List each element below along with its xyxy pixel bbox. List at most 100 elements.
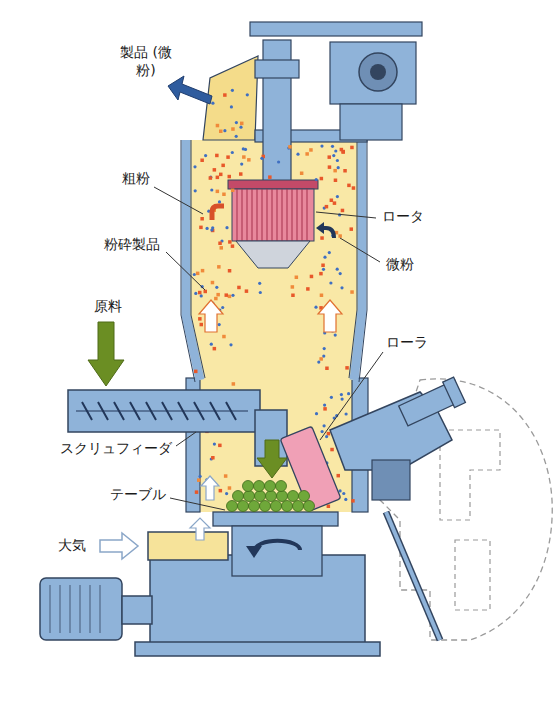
material-ball [266,491,277,502]
particle [231,189,235,193]
particle [196,272,200,276]
particle [228,295,232,299]
particle [344,498,347,501]
particle [295,276,299,280]
separator-motor [330,42,416,104]
part-label: ローラ [384,334,430,352]
product-arrow [168,76,212,104]
particle [337,474,341,478]
particle [194,189,197,192]
part-label: ロータ [380,208,426,226]
particle [214,297,218,301]
particle [200,323,204,327]
particle [239,126,242,129]
particle [291,285,295,289]
particle [306,287,310,291]
particle [200,159,204,163]
particle [216,293,220,297]
particle [328,165,332,169]
particle [334,149,337,152]
material-bed [227,481,315,512]
material-ball [255,491,266,502]
separator-wall [354,140,362,380]
particle [277,160,280,163]
particle [231,294,234,297]
particle [247,158,251,162]
particle [206,227,209,230]
particle [228,240,232,244]
particle [342,150,346,154]
motor-face [359,53,397,91]
leader-line [166,252,205,290]
particle [333,201,337,205]
particle [193,165,196,168]
particle [200,217,204,221]
air-arrow [100,533,138,559]
feed-arrow [88,322,124,386]
particle [228,486,232,490]
particle [216,124,220,128]
particle [341,398,344,401]
particle [222,193,226,197]
rotor-cap [228,180,318,189]
particle [342,492,345,495]
part-label: 原料 [92,298,124,316]
particle [337,166,340,169]
particle [201,269,205,273]
particle [345,366,349,370]
particle [300,172,304,176]
material-ball [288,491,299,502]
particle [328,155,332,159]
particle [350,146,354,150]
particle [211,102,214,105]
particle [315,412,318,415]
particle [218,200,221,203]
particle [194,292,197,295]
table-pedestal [232,526,322,576]
particle [320,177,324,181]
particle [200,294,203,297]
air-inlet-duct [148,532,228,560]
particle [223,129,226,132]
particle [215,286,218,289]
particle [211,456,215,460]
particle [219,173,223,177]
table [213,512,338,526]
particle [204,290,208,294]
material-ball [282,501,293,512]
roller-arm [372,460,410,500]
fine-arrowhead [316,222,324,234]
particle [339,272,342,275]
material-ball [249,501,260,512]
particle [323,407,327,411]
particle [240,122,244,126]
particle [216,176,220,180]
particle [330,199,334,203]
air-up-arrow [201,476,219,500]
particle [198,291,202,295]
particle [194,370,198,374]
particle [323,424,326,427]
particle [323,404,326,407]
rotation-arrow [255,541,300,550]
particle [336,268,339,271]
particle [197,478,201,482]
part-label: 粉砕製品 [102,236,162,254]
particle [237,286,241,290]
particle [327,505,331,509]
screw-feeder [68,390,260,432]
particle [325,205,329,209]
material-ball [265,481,276,492]
particle [221,306,224,309]
particle [231,127,235,131]
particle [242,155,246,159]
particle [334,334,337,337]
particle [221,164,225,168]
leader-line [320,352,383,440]
particle [268,175,272,179]
particle [319,357,323,361]
particle [350,227,354,231]
particle [210,188,213,191]
material-ball [244,491,255,502]
particle [245,289,249,293]
